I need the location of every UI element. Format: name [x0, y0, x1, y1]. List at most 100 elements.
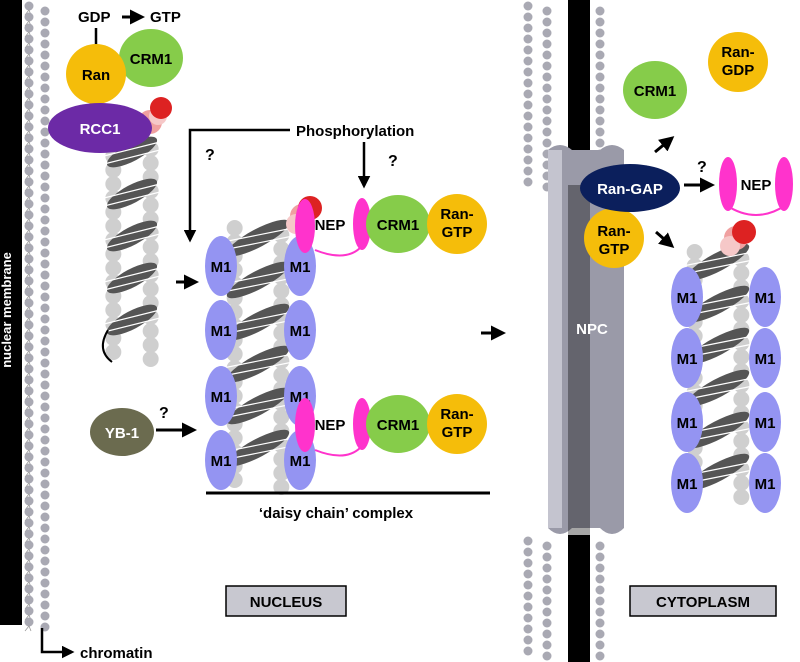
lipid-head — [24, 243, 34, 253]
lipid-head — [40, 6, 50, 16]
membrane-bar-right-top — [568, 0, 590, 185]
lipid-head — [40, 325, 50, 335]
lipid-head — [523, 78, 533, 88]
crm1-node-center-top — [366, 195, 430, 253]
m1-label: M1 — [677, 290, 698, 307]
m1-label: M1 — [211, 259, 232, 276]
lipid-head — [40, 435, 50, 445]
lipid-head — [24, 364, 34, 374]
chromatin-pointer: chromatin — [40, 628, 153, 662]
lipid-head — [24, 166, 34, 176]
rnp-bead — [142, 239, 159, 255]
lipid-head — [24, 529, 34, 539]
lipid-head — [595, 50, 605, 60]
rnp-bead — [273, 241, 290, 257]
phosphorylation-arrows: Phosphorylation ? ? — [176, 123, 414, 290]
lipid-head — [40, 259, 50, 269]
m1-label: M1 — [211, 389, 232, 406]
lipid-head — [595, 618, 605, 628]
lipid-head — [523, 12, 533, 22]
rnp-bead — [142, 337, 159, 353]
lipid-head — [523, 646, 533, 656]
lipid-head — [542, 72, 552, 82]
lipid-head — [595, 6, 605, 16]
lipid-head — [40, 380, 50, 390]
lipid-head — [523, 591, 533, 601]
lipid-head — [40, 61, 50, 71]
nucleus-box: NUCLEUS — [225, 585, 347, 617]
rnp-bead — [733, 475, 750, 491]
lipid-head — [40, 303, 50, 313]
ran-gtp-node-bottom — [427, 394, 487, 454]
lipid-head — [40, 446, 50, 456]
phospho-red-top — [150, 97, 172, 119]
lipid-head — [40, 523, 50, 533]
lipid-head — [24, 144, 34, 154]
lipid-head — [40, 600, 50, 610]
lipid-head — [523, 166, 533, 176]
ran-gtp-label-bottom-2: GTP — [442, 424, 473, 441]
lipid-head — [595, 552, 605, 562]
rcc1-label: RCC1 — [80, 121, 121, 138]
gdp-label: GDP — [78, 9, 111, 26]
lipid-head — [24, 111, 34, 121]
rnp-bead — [273, 479, 290, 495]
m1-label: M1 — [755, 476, 776, 493]
lipid-head — [40, 457, 50, 467]
rnp-bead — [273, 409, 290, 425]
cytoplasm-label: CYTOPLASM — [656, 594, 750, 611]
rnp-bead — [733, 489, 750, 505]
m1-node — [671, 453, 703, 513]
m1-node — [205, 430, 237, 490]
rnp-strand — [226, 261, 290, 299]
lipid-head — [40, 490, 50, 500]
rnp-bead — [105, 260, 122, 276]
rcc1-node — [48, 103, 152, 153]
rnp-strand — [686, 369, 750, 407]
lipid-head — [523, 122, 533, 132]
rnp-bead — [142, 155, 159, 171]
ran-gtp-node-top — [427, 194, 487, 254]
rnp-bead — [733, 349, 750, 365]
yb1-group: YB-1 ? — [90, 405, 197, 456]
lipid-head — [24, 1, 34, 11]
lipid-head — [595, 39, 605, 49]
lipid-head — [40, 149, 50, 159]
m1-label: M1 — [677, 351, 698, 368]
lipid-head — [24, 309, 34, 319]
lipid-head — [542, 83, 552, 93]
arrow-to-rnp — [655, 230, 675, 248]
nep-pill-bottom-b — [353, 398, 371, 450]
lipid-head — [523, 580, 533, 590]
lipid-head — [40, 556, 50, 566]
m1-label: M1 — [290, 453, 311, 470]
rnp-strand — [686, 411, 750, 449]
lipid-head — [523, 547, 533, 557]
lipid-head — [40, 369, 50, 379]
question-mark-1: ? — [205, 147, 215, 164]
crm1-label-cyto: CRM1 — [634, 83, 677, 100]
nep-pill-bottom-a — [295, 398, 315, 452]
lipid-head — [40, 347, 50, 357]
rnp-bead — [142, 351, 159, 367]
rnp-strand — [686, 285, 750, 323]
lipid-head — [595, 651, 605, 661]
m1-node — [671, 267, 703, 327]
m1-node — [671, 392, 703, 452]
lipid-head — [523, 34, 533, 44]
lipid-head — [542, 127, 552, 137]
lipid-head — [40, 545, 50, 555]
lipid-head — [24, 45, 34, 55]
lipid-head — [24, 12, 34, 22]
phospho-red-right — [732, 220, 756, 244]
rnp-bead — [686, 244, 703, 260]
lipid-head — [40, 479, 50, 489]
lipid-head — [40, 248, 50, 258]
lipid-head — [40, 391, 50, 401]
lipid-head — [24, 430, 34, 440]
ran-gtp-label-top-1: Ran- — [440, 206, 473, 223]
lipid-head — [523, 56, 533, 66]
lipid-head — [542, 116, 552, 126]
